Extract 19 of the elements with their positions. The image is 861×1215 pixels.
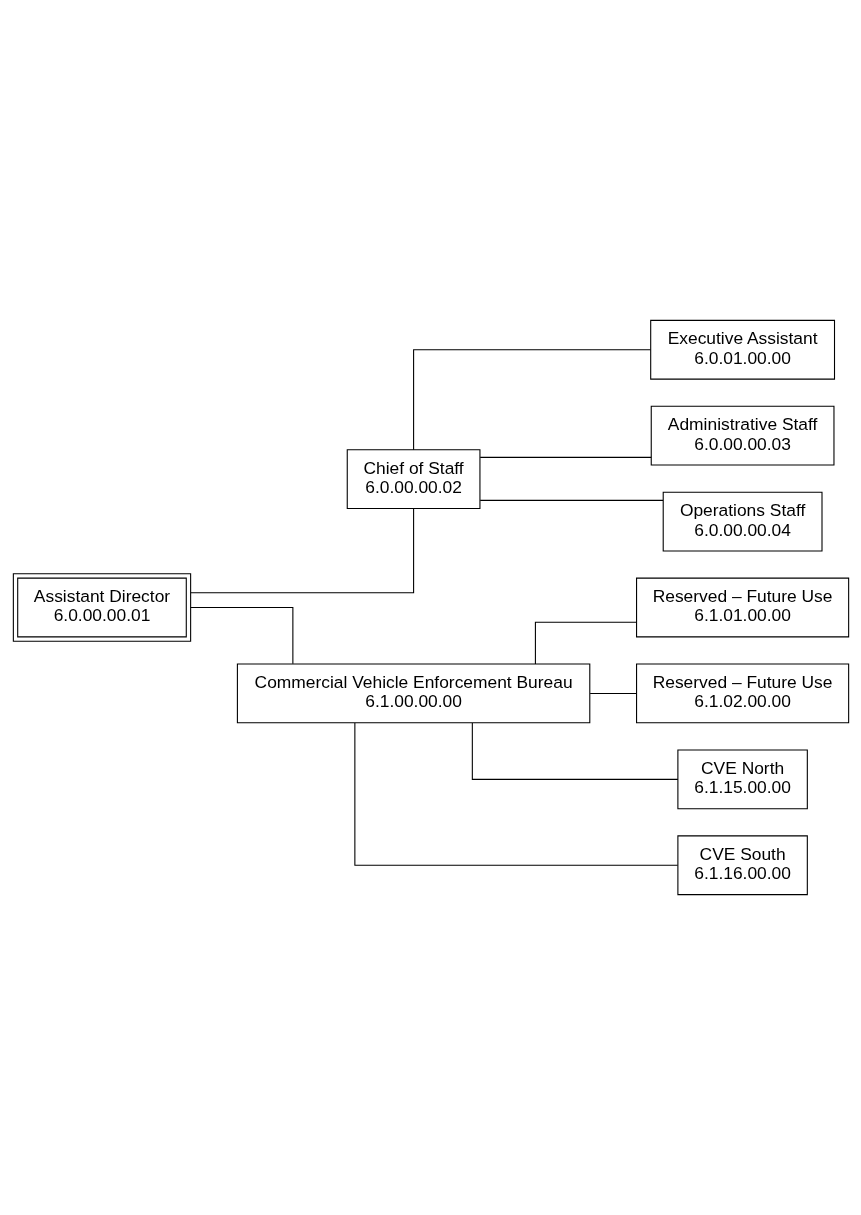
- connector: [479, 499, 664, 501]
- node-box: Commercial Vehicle Enforcement Bureau 6.1.00.00.00: [236, 663, 590, 724]
- node-box: Chief of Staff 6.0.00.00.02: [346, 449, 480, 510]
- connector: [412, 349, 651, 451]
- node-box: Operations Staff 6.0.00.00.04: [662, 491, 823, 552]
- connector: [479, 456, 652, 458]
- connector: [589, 692, 637, 694]
- connector: [534, 621, 637, 665]
- node-box: Reserved – Future Use 6.1.02.00.00: [635, 663, 849, 724]
- connector: [353, 722, 678, 866]
- node-box: CVE South 6.1.16.00.00: [676, 835, 808, 896]
- connector: [189, 508, 414, 594]
- connector: [471, 722, 678, 780]
- node-box: Assistant Director 6.0.00.00.01: [12, 573, 191, 642]
- node-box: Administrative Staff 6.0.00.00.03: [650, 405, 834, 466]
- node-box: Reserved – Future Use 6.1.01.00.00: [635, 577, 849, 638]
- node-box: Executive Assistant 6.0.01.00.00: [649, 319, 835, 380]
- connector: [189, 606, 293, 665]
- node-box: CVE North 6.1.15.00.00: [676, 749, 808, 810]
